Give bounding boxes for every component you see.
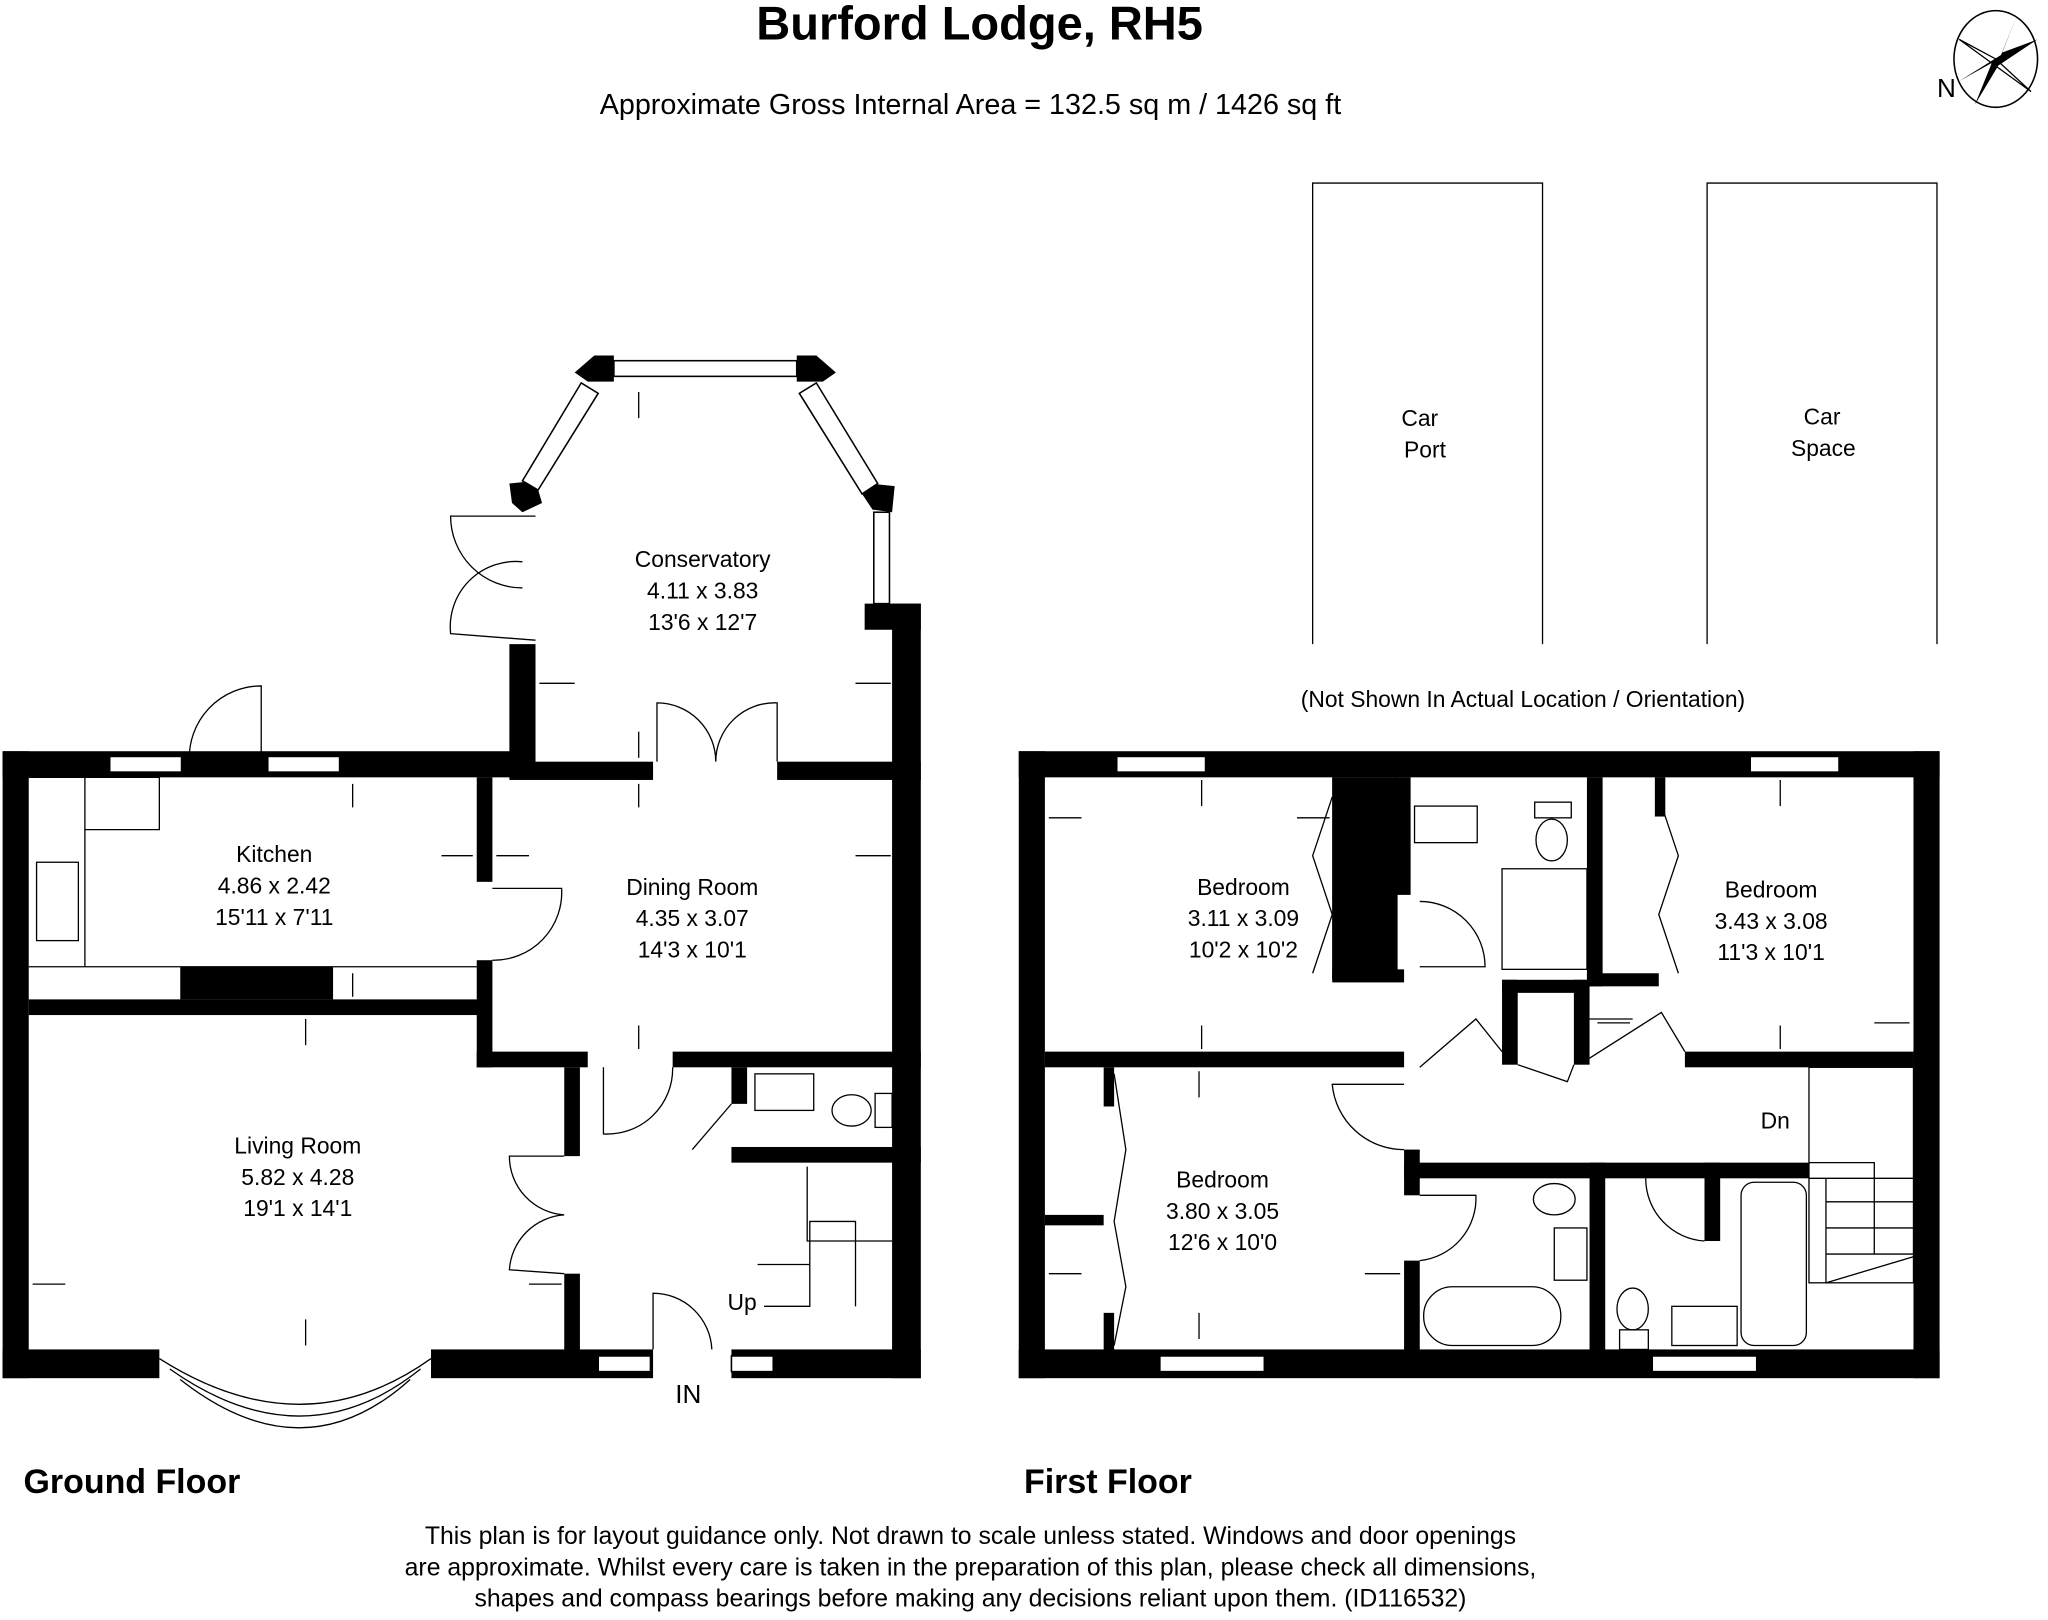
dimension-arrows — [32, 392, 891, 1346]
room-bedroom-2: Bedroom 3.43 x 3.08 11'3 x 10'1 — [1715, 877, 1828, 966]
stairs-up-label: Up — [728, 1289, 757, 1315]
plan-title: Burford Lodge, RH5 — [756, 0, 1203, 49]
first-floor-doors — [1113, 796, 1915, 1351]
first-floor-label: First Floor — [1024, 1463, 1192, 1501]
svg-text:Bedroom: Bedroom — [1725, 877, 1818, 903]
svg-text:3.80 x 3.05: 3.80 x 3.05 — [1166, 1198, 1279, 1224]
room-conservatory: Conservatory 4.11 x 3.83 13'6 x 12'7 — [635, 546, 771, 635]
ground-floor-label: Ground Floor — [24, 1463, 241, 1501]
svg-text:Living Room: Living Room — [234, 1133, 361, 1159]
svg-text:12'6 x 10'0: 12'6 x 10'0 — [1168, 1229, 1277, 1255]
svg-text:10'2 x 10'2: 10'2 x 10'2 — [1189, 937, 1298, 963]
svg-text:Port: Port — [1404, 436, 1447, 462]
car-space: Car Space — [1706, 182, 1938, 645]
svg-text:Bedroom: Bedroom — [1176, 1166, 1269, 1192]
svg-text:4.35 x 3.07: 4.35 x 3.07 — [636, 905, 749, 931]
room-bedroom-1: Bedroom 3.11 x 3.09 10'2 x 10'2 — [1188, 874, 1299, 963]
svg-text:4.11 x 3.83: 4.11 x 3.83 — [647, 577, 758, 603]
compass-icon: N — [1937, 9, 2039, 109]
stairs-down-label: Dn — [1761, 1108, 1790, 1134]
svg-text:3.11 x 3.09: 3.11 x 3.09 — [1188, 905, 1299, 931]
svg-text:5.82 x 4.28: 5.82 x 4.28 — [241, 1164, 354, 1190]
wc-fittings — [754, 1073, 893, 1129]
first-floor-dimension-arrows — [1048, 779, 1910, 1339]
svg-text:Kitchen: Kitchen — [236, 841, 312, 867]
ground-floor-walls — [2, 355, 921, 1379]
svg-text:4.86 x 2.42: 4.86 x 2.42 — [218, 873, 331, 899]
entrance-label: IN — [675, 1379, 701, 1409]
svg-text:3.43 x 3.08: 3.43 x 3.08 — [1715, 908, 1828, 934]
svg-text:Conservatory: Conservatory — [635, 546, 771, 572]
svg-text:Bedroom: Bedroom — [1197, 874, 1290, 900]
compass-north-label: N — [1937, 73, 1956, 103]
gross-area: Approximate Gross Internal Area = 132.5 … — [600, 89, 1342, 121]
ground-floor-windows — [108, 359, 891, 1429]
location-note: (Not Shown In Actual Location / Orientat… — [1301, 686, 1745, 712]
svg-text:are approximate. Whilst every: are approximate. Whilst every care is ta… — [405, 1554, 1537, 1581]
car-port: Car Port — [1312, 182, 1544, 645]
first-floor-windows — [1115, 755, 1840, 1373]
svg-text:Dining Room: Dining Room — [626, 874, 758, 900]
room-dining-room: Dining Room 4.35 x 3.07 14'3 x 10'1 — [626, 874, 758, 963]
disclaimer: This plan is for layout guidance only. N… — [405, 1523, 1537, 1613]
svg-text:13'6 x 12'7: 13'6 x 12'7 — [648, 609, 757, 635]
room-kitchen: Kitchen 4.86 x 2.42 15'11 x 7'11 — [215, 841, 333, 930]
svg-text:19'1 x 14'1: 19'1 x 14'1 — [243, 1195, 352, 1221]
svg-text:11'3 x 10'1: 11'3 x 10'1 — [1717, 939, 1824, 965]
svg-text:This plan is for layout guidan: This plan is for layout guidance only. N… — [425, 1523, 1516, 1550]
svg-text:Car: Car — [1804, 404, 1841, 430]
svg-text:14'3 x 10'1: 14'3 x 10'1 — [638, 937, 747, 963]
first-floor-walls — [1018, 751, 1940, 1379]
room-bedroom-3: Bedroom 3.80 x 3.05 12'6 x 10'0 — [1166, 1166, 1279, 1255]
svg-text:shapes and compass bearings be: shapes and compass bearings before makin… — [474, 1586, 1466, 1613]
svg-text:Space: Space — [1791, 435, 1856, 461]
svg-text:Car: Car — [1401, 405, 1438, 431]
svg-text:15'11 x 7'11: 15'11 x 7'11 — [215, 904, 333, 930]
ground-floor-doors — [28, 515, 893, 1350]
room-living-room: Living Room 5.82 x 4.28 19'1 x 14'1 — [234, 1133, 361, 1222]
